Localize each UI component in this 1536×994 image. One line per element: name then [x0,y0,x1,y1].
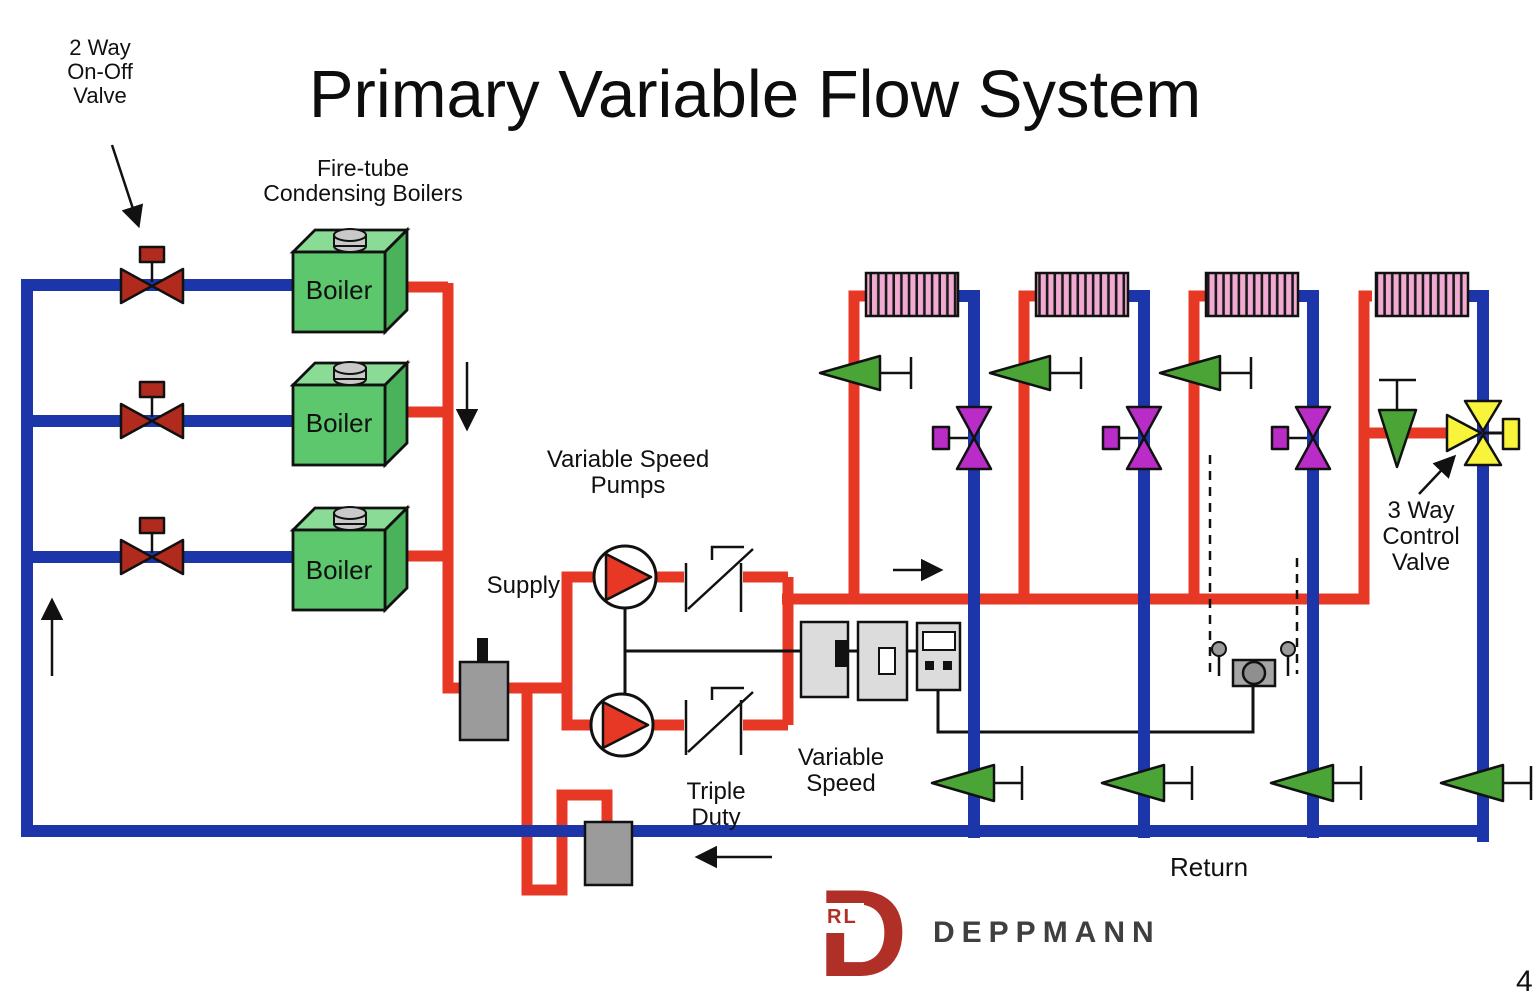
pump-suction-manifold [561,571,594,731]
two-way-valve-pointer-arrow [110,144,144,229]
logo-monogram: D [818,872,908,994]
coil4-return-riser [1468,290,1489,842]
air-separator [458,660,510,742]
supply-label: Supply [486,572,560,599]
bypass-pipe [521,690,613,896]
vfd-controller-1 [799,620,850,699]
dp-sensor-tap-2 [1280,641,1296,676]
coil-1 [864,271,960,318]
two-way-onoff-valve-1 [119,245,185,305]
two-way-onoff-valve-2 [119,380,185,440]
page-number: 4 [1516,965,1533,994]
check-valve-pump-1 [684,545,754,612]
coil2-supply-riser [1018,290,1036,599]
dp-sensor [1231,658,1277,688]
control-valve-2 [1101,405,1163,471]
three-way-valve-pointer-arrow [1418,454,1457,495]
return-check-valve-1 [930,763,1024,803]
coil-4 [1374,271,1470,318]
coil3-return-riser [1298,290,1319,838]
return-label: Return [1170,852,1249,882]
vfd-controller-3 [915,621,962,692]
boiler-3-label: Boiler [305,555,373,585]
three-way-valve-label: 3 Way Control Valve [1382,497,1460,576]
check-valve-pump-2 [684,686,754,755]
control-valve-1 [931,405,993,471]
balancing-valve-2 [988,354,1083,392]
coil4-balancing-valve [1377,378,1418,469]
coil1-return-riser [958,290,980,838]
return-piping [21,279,1489,842]
pump-2 [589,692,655,758]
boiler-1-label: Boiler [305,275,373,305]
return-check-valve-4 [1439,763,1533,803]
balancing-valve-3 [1158,354,1253,392]
air-separator-vent [477,638,488,664]
triple-duty-valve [583,820,634,887]
boiler-supply-manifold [442,283,462,694]
three-way-control-valve [1445,399,1521,467]
coil1-supply-riser [848,290,866,599]
vfd-controller-2 [856,620,909,702]
boiler-heading: Fire-tube Condensing Boilers [263,155,463,206]
coil-2 [1034,271,1130,318]
coil-3 [1204,271,1300,318]
control-wiring [623,455,1299,734]
dp-sensor-tap-1 [1211,641,1227,676]
coil3-supply-riser [1188,290,1206,599]
logo-rl-backing [824,903,864,933]
return-check-valve-2 [1100,763,1194,803]
vfd-to-dp-sensor-wire [936,687,1255,734]
supply-main [782,290,1372,605]
logo-name: DEPPMANN [933,916,1161,949]
flow-arrows [40,144,1457,869]
equipment [119,227,1533,887]
balancing-valve-1 [818,354,913,392]
control-valve-3 [1270,405,1332,471]
boiler-2-label: Boiler [305,408,373,438]
pumps-heading: Variable Speed Pumps [546,446,710,499]
two-way-valve-label: 2 Way On-Off Valve [67,35,133,108]
return-check-valve-3 [1269,763,1363,803]
page-title: Primary Variable Flow System [308,57,1202,132]
triple-duty-label: Triple Duty [686,778,746,831]
coil2-return-riser [1128,290,1150,838]
vfd-label: Variable Speed [797,744,885,797]
pump-1 [592,544,658,610]
two-way-onoff-valve-3 [119,516,185,576]
logo-prefix: RL [827,906,858,928]
